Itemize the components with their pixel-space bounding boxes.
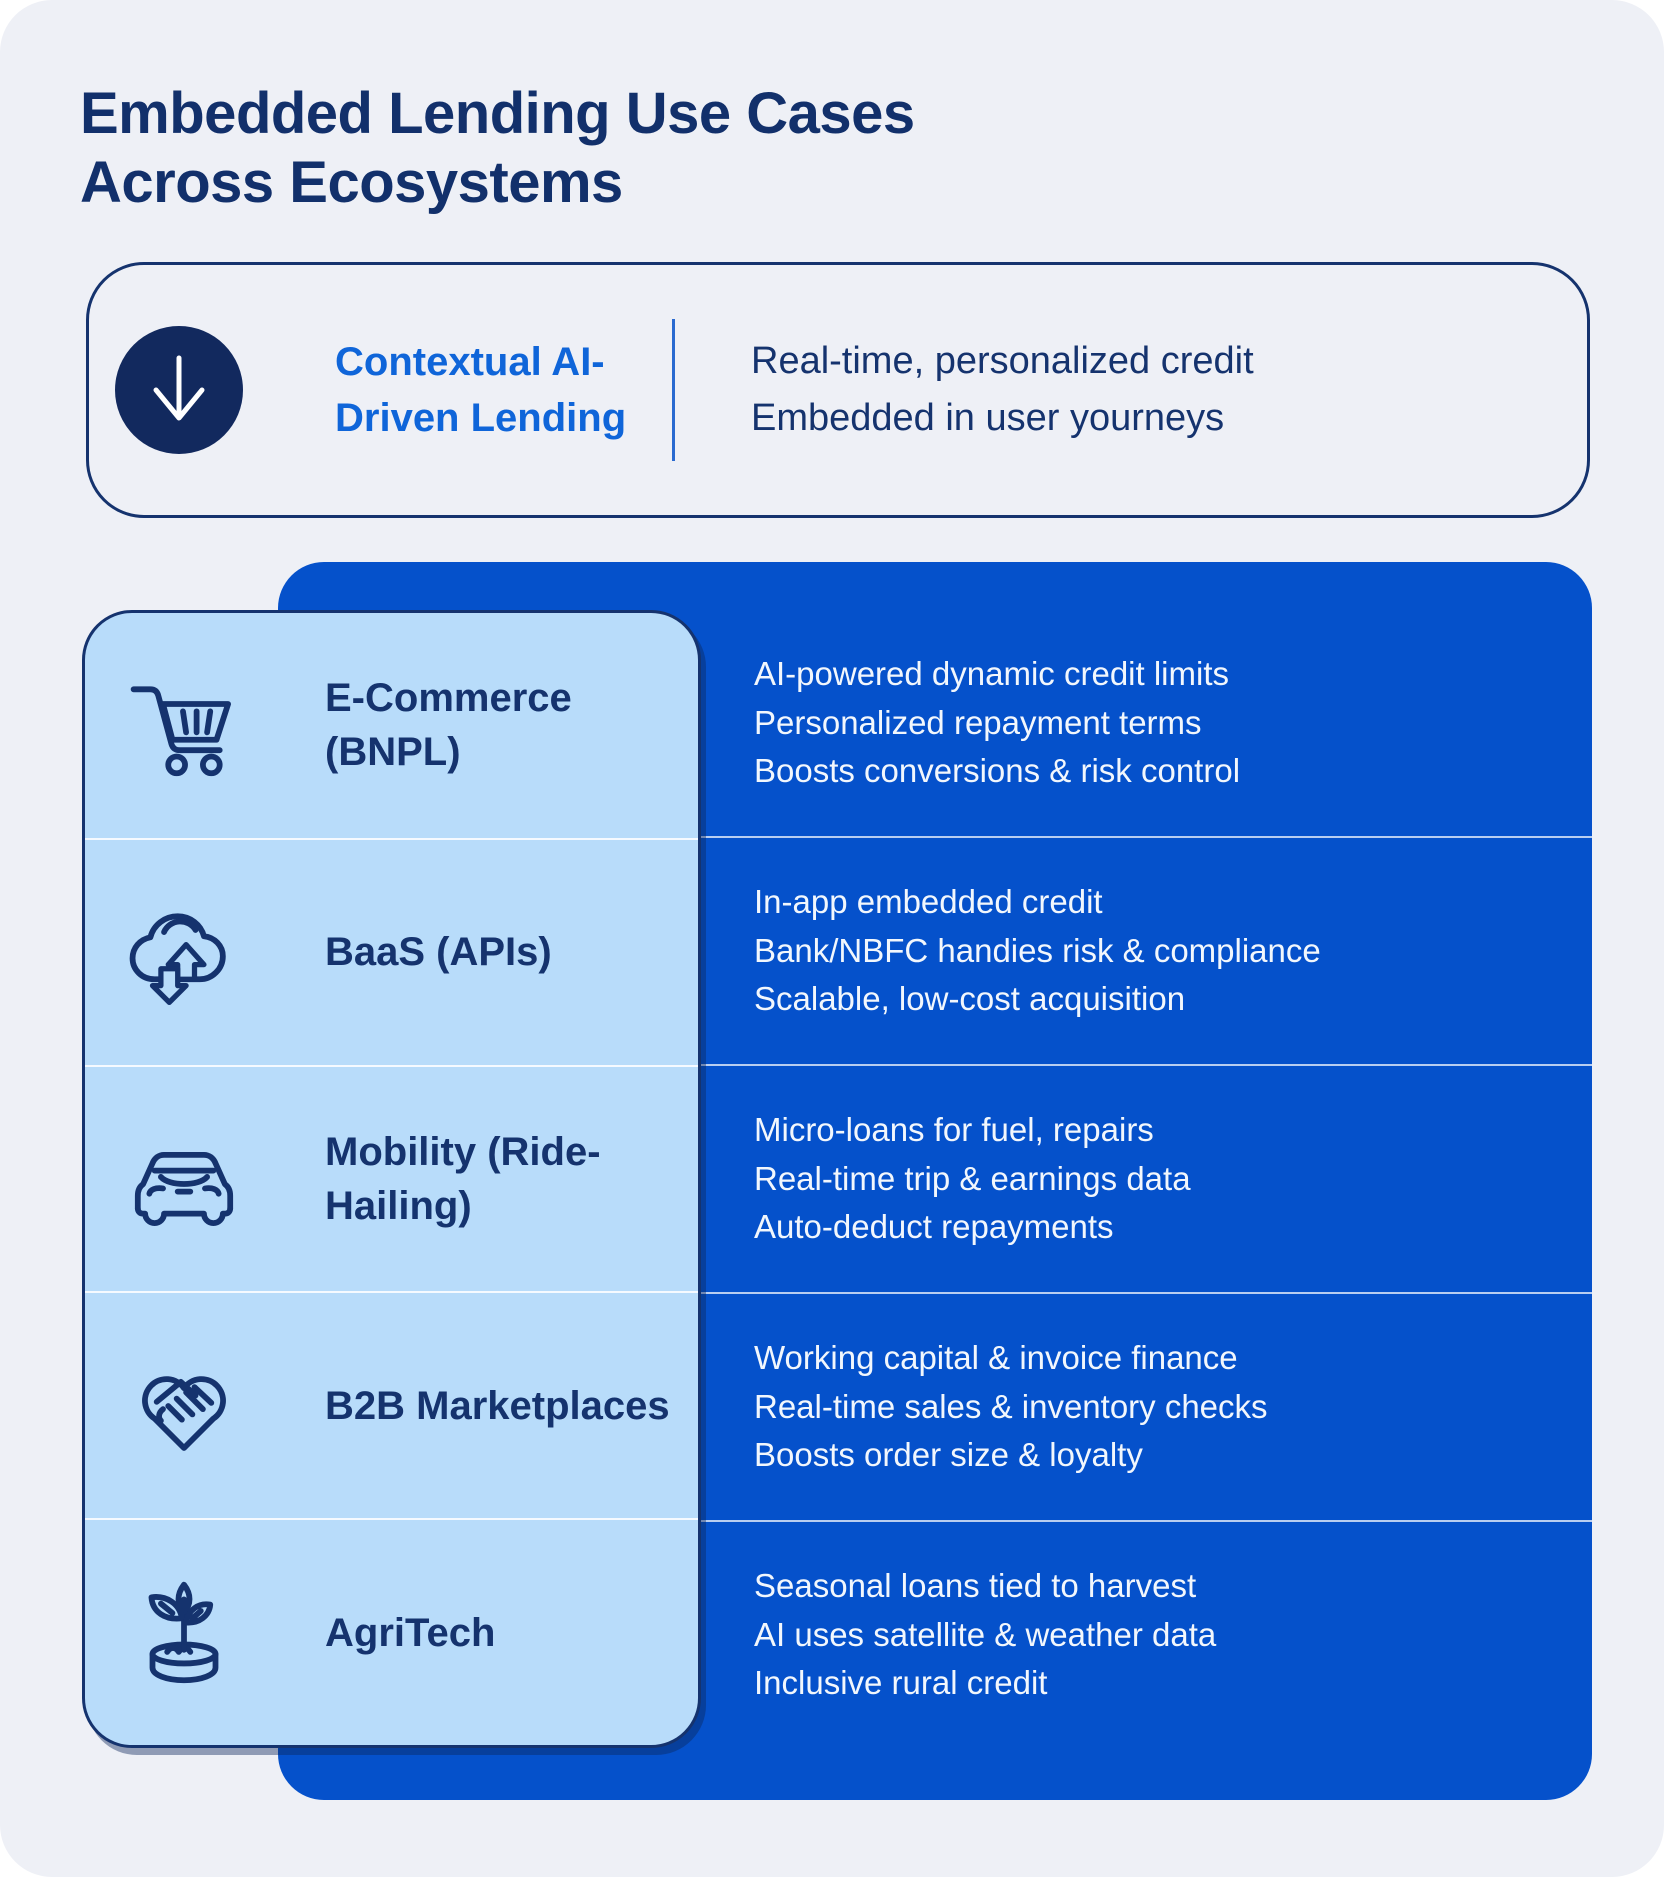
contextual-lending-label: Contextual AI-Driven Lending [335, 340, 627, 440]
details-row-b2b: Working capital & invoice finance Real-t… [278, 1292, 1592, 1520]
detail-point: In-app embedded credit [754, 883, 1103, 921]
plant-sprout-icon [121, 1570, 247, 1696]
ecosystem-label: E-Commerce (BNPL) [325, 676, 572, 775]
description-line2: Embedded in user yourneys [751, 397, 1225, 439]
cloud-transfer-icon [121, 889, 247, 1015]
ecosystem-row-mobility: Mobility (Ride-Hailing) [85, 1064, 698, 1292]
detail-point: Inclusive rural credit [754, 1664, 1048, 1702]
detail-point: Micro-loans for fuel, repairs [754, 1111, 1154, 1149]
ecosystem-label: AgriTech [325, 1610, 496, 1655]
page-title-line2: Across Ecosystems [80, 150, 623, 216]
contextual-lending-description: Real-time, personalized credit Embedded … [751, 333, 1254, 447]
detail-point: Bank/NBFC handies risk & compliance [754, 931, 1321, 969]
detail-point: Scalable, low-cost acquisition [754, 980, 1186, 1018]
ecosystem-row-b2b: B2B Marketplaces [85, 1291, 698, 1518]
page-title: Embedded Lending Use Cases Across Ecosys… [80, 79, 915, 218]
detail-point: Seasonal loans tied to harvest [754, 1567, 1197, 1605]
car-icon [121, 1116, 247, 1242]
detail-point: Working capital & invoice finance [754, 1339, 1238, 1377]
ecosystem-row-baas: BaaS (APIs) [85, 837, 698, 1065]
detail-point: Boosts conversions & risk control [754, 752, 1241, 790]
detail-point: Real-time trip & earnings data [754, 1159, 1191, 1197]
details-row-baas: In-app embedded credit Bank/NBFC handies… [278, 836, 1592, 1064]
detail-point: Real-time sales & inventory checks [754, 1387, 1268, 1425]
detail-point: Personalized repayment terms [754, 703, 1202, 741]
down-arrow-icon [153, 355, 205, 421]
ecosystem-list-card: E-Commerce (BNPL) BaaS (APIs) [82, 610, 701, 1748]
ecosystem-row-ecommerce: E-Commerce (BNPL) [85, 613, 698, 838]
page-title-line1: Embedded Lending Use Cases [80, 80, 915, 146]
detail-point: Auto-deduct repayments [754, 1208, 1114, 1246]
ecosystem-row-agritech: AgriTech [85, 1518, 698, 1745]
detail-point: AI-powered dynamic credit limits [754, 655, 1229, 693]
vertical-divider [672, 319, 675, 461]
contextual-lending-card: Contextual AI-Driven Lending Real-time, … [86, 262, 1590, 518]
down-arrow-badge [115, 326, 243, 454]
details-row-mobility: Micro-loans for fuel, repairs Real-time … [278, 1064, 1592, 1292]
shopping-cart-icon [121, 662, 247, 788]
details-row-ecommerce: AI-powered dynamic credit limits Persona… [278, 610, 1592, 836]
detail-point: Boosts order size & loyalty [754, 1436, 1143, 1474]
details-row-agritech: Seasonal loans tied to harvest AI uses s… [278, 1520, 1592, 1748]
detail-point: AI uses satellite & weather data [754, 1615, 1217, 1653]
ecosystem-label: BaaS (APIs) [325, 930, 552, 975]
ecosystem-label: Mobility (Ride-Hailing) [325, 1129, 601, 1228]
ecosystem-label: B2B Marketplaces [325, 1383, 670, 1428]
description-line1: Real-time, personalized credit [751, 340, 1254, 382]
handshake-heart-icon [121, 1343, 247, 1469]
